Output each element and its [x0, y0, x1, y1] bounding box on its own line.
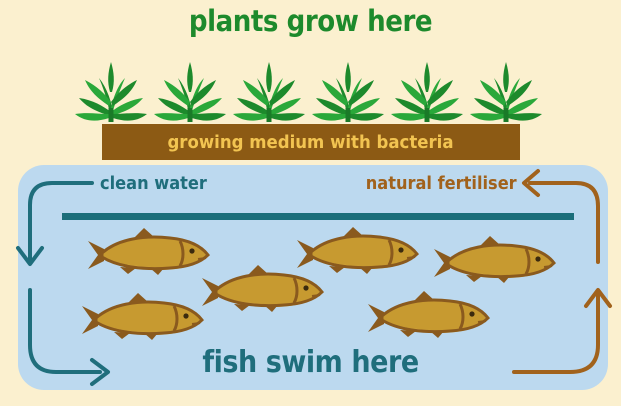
clean-water-label: clean water [100, 175, 207, 193]
plant-icon [75, 62, 147, 122]
plant-icon [154, 62, 226, 122]
natural-fertiliser-label: natural fertiliser [366, 175, 517, 193]
plant-icon [391, 62, 463, 122]
growing-medium-label: growing medium with bacteria [25, 134, 596, 152]
tank-rim [62, 213, 574, 220]
fish-swim-label: fish swim here [31, 348, 590, 378]
plants-grow-label: plants grow here [31, 7, 590, 36]
plant-icon [233, 62, 305, 122]
plant-icon [312, 62, 384, 122]
plant-icon [470, 62, 542, 122]
